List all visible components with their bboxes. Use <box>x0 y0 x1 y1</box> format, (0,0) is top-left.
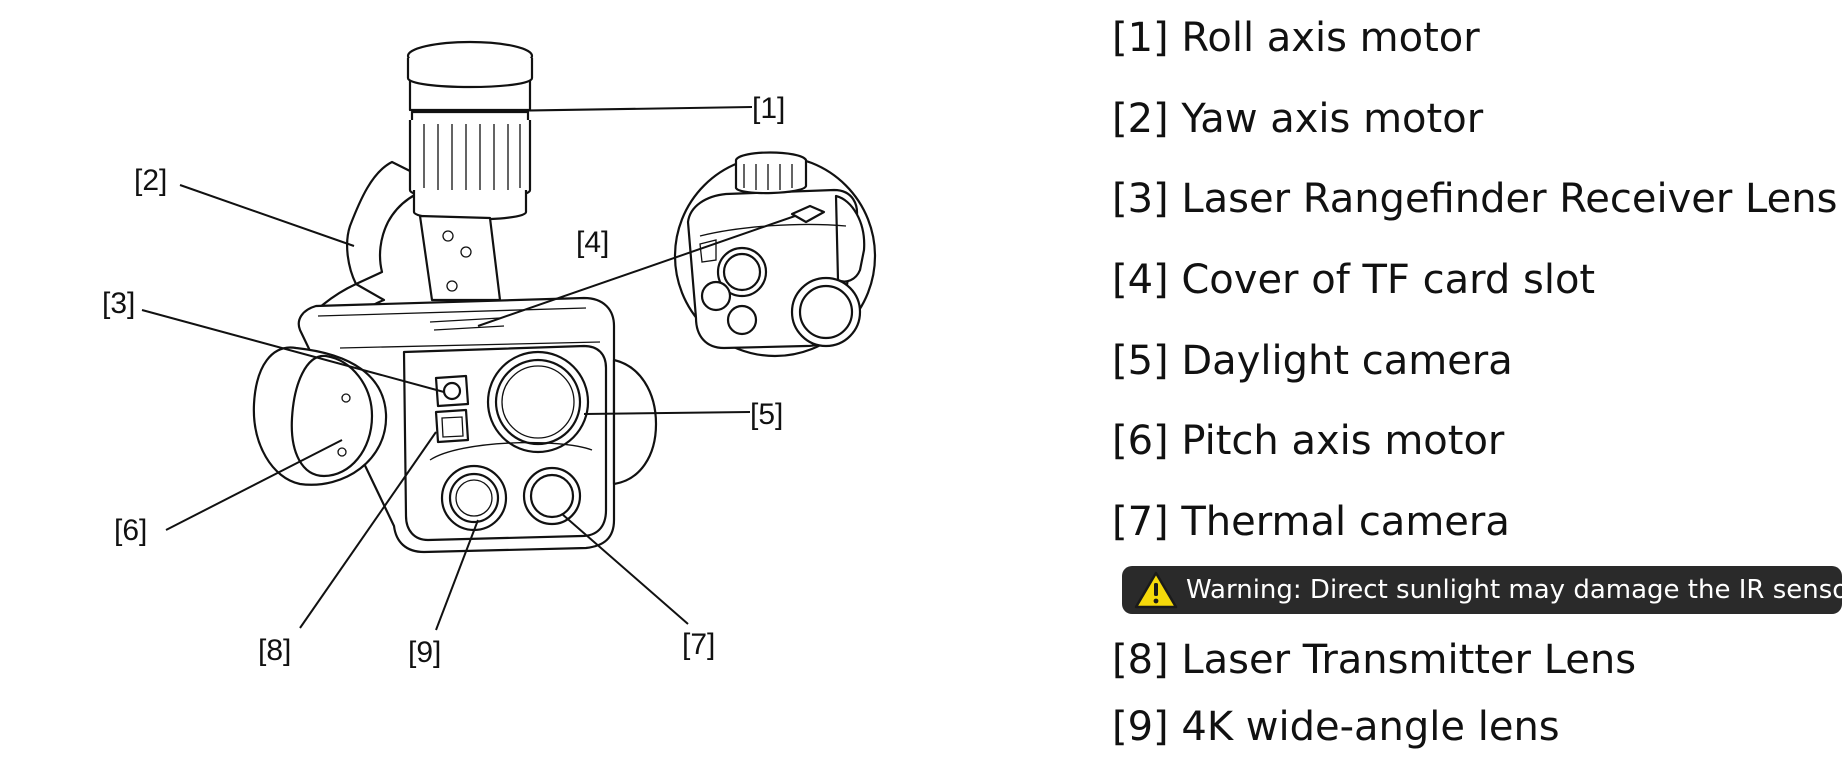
legend-item-6: [6] Pitch axis motor <box>1112 418 1505 464</box>
gimbal-illustration <box>252 40 658 554</box>
parts-legend: [1] Roll axis motor [2] Yaw axis motor [… <box>1112 0 1848 771</box>
callout-2: [2] <box>134 164 167 197</box>
callout-9: [9] <box>408 636 441 669</box>
callout-8: [8] <box>258 634 291 667</box>
legend-item-3: [3] Laser Rangefinder Receiver Lens <box>1112 176 1838 222</box>
legend-item-8: [8] Laser Transmitter Lens <box>1112 637 1637 683</box>
legend-item-1: [1] Roll axis motor <box>1112 15 1480 61</box>
legend-item-4: [4] Cover of TF card slot <box>1112 257 1596 303</box>
callout-7: [7] <box>682 628 715 661</box>
warning-banner: Warning: Direct sunlight may damage the … <box>1122 566 1848 614</box>
legend-item-9: [9] 4K wide-angle lens <box>1112 704 1560 750</box>
warning-text: Warning: Direct sunlight may damage the … <box>1186 575 1848 605</box>
callout-6: [6] <box>114 514 147 547</box>
warning-triangle-icon <box>1134 571 1178 609</box>
leader-lines <box>141 106 796 631</box>
callouts: [1] [2] [3] [4] [5] [6] [7] [8] [9] <box>102 92 785 669</box>
callout-4: [4] <box>576 226 609 259</box>
callout-3: [3] <box>102 287 135 320</box>
callout-5: [5] <box>750 398 783 431</box>
legend-item-2: [2] Yaw axis motor <box>1112 96 1484 142</box>
legend-item-7: [7] Thermal camera <box>1112 499 1510 545</box>
legend-item-5: [5] Daylight camera <box>1112 338 1513 384</box>
callout-1: [1] <box>752 92 785 125</box>
tf-card-slot-inset <box>673 151 877 358</box>
